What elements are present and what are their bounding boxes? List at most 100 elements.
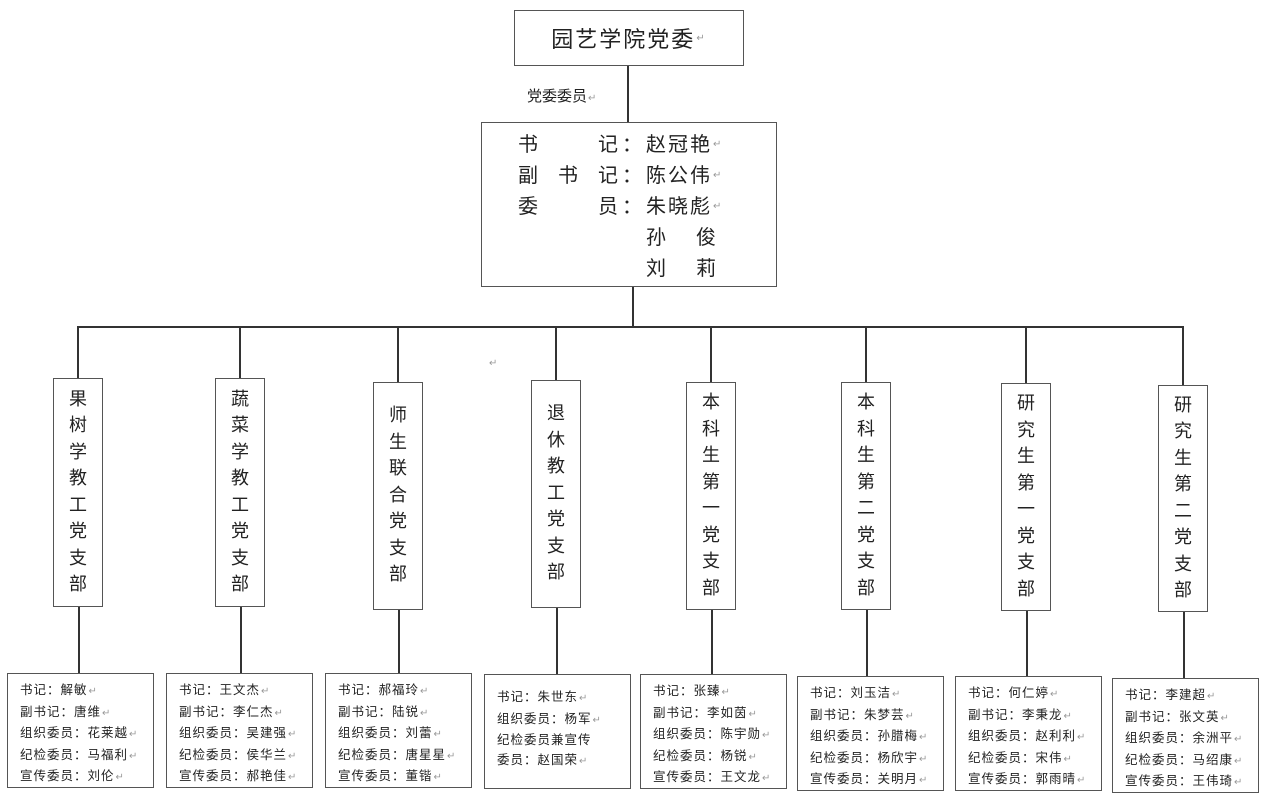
- branch-node: 本科生第二党支部: [841, 382, 891, 610]
- branch-name-char: 部: [857, 577, 875, 599]
- branch-name-char: 菜: [231, 415, 249, 436]
- branch-name-char: 党: [1017, 525, 1035, 547]
- branch-name-char: 本: [857, 392, 875, 413]
- member-name: 郝艳佳: [246, 768, 288, 783]
- colon: ：: [622, 163, 642, 187]
- return-mark-icon: ↵: [288, 772, 298, 783]
- branch-name-char: 工: [547, 482, 565, 504]
- return-mark-icon: ↵: [288, 729, 298, 740]
- return-mark-icon: ↵: [489, 358, 498, 369]
- branch-node: 研究生第一党支部: [1001, 383, 1051, 611]
- member-name: 朱梦芸: [864, 706, 905, 722]
- member-role: 副书记：: [179, 703, 234, 719]
- branch-name-char: 部: [1017, 578, 1035, 600]
- member-row: 书记：王文杰↵: [179, 680, 312, 702]
- member-row: 书记：张臻↵: [653, 681, 786, 703]
- return-mark-icon: ↵: [892, 689, 902, 700]
- branch-name-char: 部: [231, 574, 249, 595]
- branch-members-node: 书记：李建超↵副书记：张文英↵组织委员：余洲平↵纪检委员：马绍康↵宣传委员：王伟…: [1112, 678, 1259, 793]
- connector-line: [240, 607, 242, 673]
- branch-name-char: 二: [1174, 500, 1192, 522]
- member-row: 组织委员：赵利利↵: [968, 726, 1101, 748]
- member-name: 郭雨晴: [1035, 771, 1077, 786]
- connector-line: [865, 326, 867, 382]
- branch-name-char: 一: [1017, 499, 1035, 520]
- member-row: 宣传委员：郭雨晴↵: [968, 769, 1101, 791]
- return-mark-icon: ↵: [102, 707, 112, 719]
- member-role: 宣传委员：: [1125, 773, 1193, 788]
- return-mark-icon: ↵: [420, 686, 430, 697]
- member-row: 宣传委员：王文龙↵: [653, 767, 786, 789]
- branch-name-char: 休: [547, 429, 565, 451]
- return-mark-icon: ↵: [88, 686, 98, 697]
- return-mark-icon: ↵: [713, 201, 722, 212]
- return-mark-icon: ↵: [721, 687, 731, 698]
- member-row: 副书记：张文英↵: [1125, 707, 1258, 729]
- member-name: 赵利利: [1035, 728, 1077, 743]
- committee-members-node: 书记 ： 赵冠艳↵ 副书记 ： 陈公伟↵ 委员 ： 朱晓彪↵ 孙俊 刘莉: [481, 122, 777, 287]
- branch-node: 果树学教工党支部: [53, 378, 103, 607]
- member-row: 纪检委员：杨欣宇↵: [810, 748, 943, 770]
- member-row: 书记：郝福玲↵: [338, 680, 471, 702]
- colon: ：: [622, 132, 642, 156]
- committee-role: 副书记: [518, 163, 618, 187]
- member-name: 余洲平: [1192, 730, 1234, 745]
- member-role: 副书记：: [653, 704, 708, 720]
- member-row: 组织委员：余洲平↵: [1125, 728, 1258, 750]
- connector-line: [398, 610, 400, 673]
- committee-name: 赵冠艳: [646, 132, 712, 156]
- branch-name-char: 党: [231, 521, 249, 542]
- member-role: 纪检委员：: [179, 746, 247, 762]
- member-role: 副书记：: [968, 706, 1023, 722]
- colon: ：: [622, 194, 642, 218]
- connector-line: [632, 287, 634, 327]
- member-row: 书记：朱世东↵: [497, 687, 630, 709]
- branch-name-char: 二: [857, 498, 875, 519]
- branch-name-char: 教: [547, 456, 565, 478]
- connector-line: [555, 326, 557, 380]
- branch-name-char: 部: [69, 574, 87, 595]
- member-role: 纪检委员：: [338, 746, 406, 762]
- return-mark-icon: ↵: [115, 772, 125, 783]
- member-role: 委员：: [497, 751, 538, 767]
- colon-spacer: [618, 222, 646, 253]
- member-role: 组织委员：: [338, 725, 406, 740]
- branch-name-char: 果: [69, 388, 87, 410]
- member-role: 副书记：: [338, 703, 393, 719]
- committee-name: 孙俊: [646, 225, 746, 249]
- member-row: 纪检委员兼宣传: [497, 730, 630, 750]
- branch-node: 师生联合党支部: [373, 382, 423, 610]
- branch-name-char: 部: [389, 564, 407, 586]
- branch-name-char: 生: [857, 445, 875, 466]
- member-role: 宣传委员：: [20, 768, 88, 783]
- member-name: 李秉龙: [1022, 706, 1063, 722]
- return-mark-icon: ↵: [1234, 755, 1244, 767]
- branch-name-char: 支: [389, 537, 407, 559]
- member-row: 纪检委员：宋伟↵: [968, 748, 1101, 770]
- member-name: 马绍康: [1192, 751, 1234, 767]
- member-name: 李如茵: [707, 704, 748, 720]
- member-name: 张臻: [693, 683, 721, 698]
- member-role: 宣传委员：: [810, 771, 878, 786]
- member-row: 书记：何仁婷↵: [968, 683, 1101, 705]
- branch-name-char: 支: [231, 547, 249, 569]
- member-role: 副书记：: [20, 703, 75, 719]
- branch-name-char: 生: [389, 431, 407, 453]
- member-role: 书记：: [179, 682, 220, 697]
- committee-row: 书记 ： 赵冠艳↵: [482, 129, 776, 160]
- colon-spacer: [618, 253, 646, 284]
- connector-line: [397, 326, 399, 382]
- branch-name-char: 合: [389, 484, 407, 506]
- return-mark-icon: ↵: [919, 753, 929, 765]
- connector-line: [1183, 612, 1185, 678]
- member-row: 书记：解敏↵: [20, 680, 153, 702]
- member-name: 唐星星: [405, 746, 447, 762]
- member-name: 陆锐: [392, 703, 420, 719]
- member-row: 组织委员：花莱越↵: [20, 723, 153, 745]
- member-role: 组织委员：: [810, 728, 878, 743]
- branch-members-node: 书记：郝福玲↵副书记：陆锐↵组织委员：刘蕾↵纪检委员：唐星星↵宣传委员：董锴↵: [325, 673, 472, 788]
- member-row: 副书记：李秉龙↵: [968, 705, 1101, 727]
- branch-name-char: 党: [1174, 527, 1192, 548]
- member-row: 组织委员：孙腊梅↵: [810, 726, 943, 748]
- branch-name-char: 教: [231, 468, 249, 489]
